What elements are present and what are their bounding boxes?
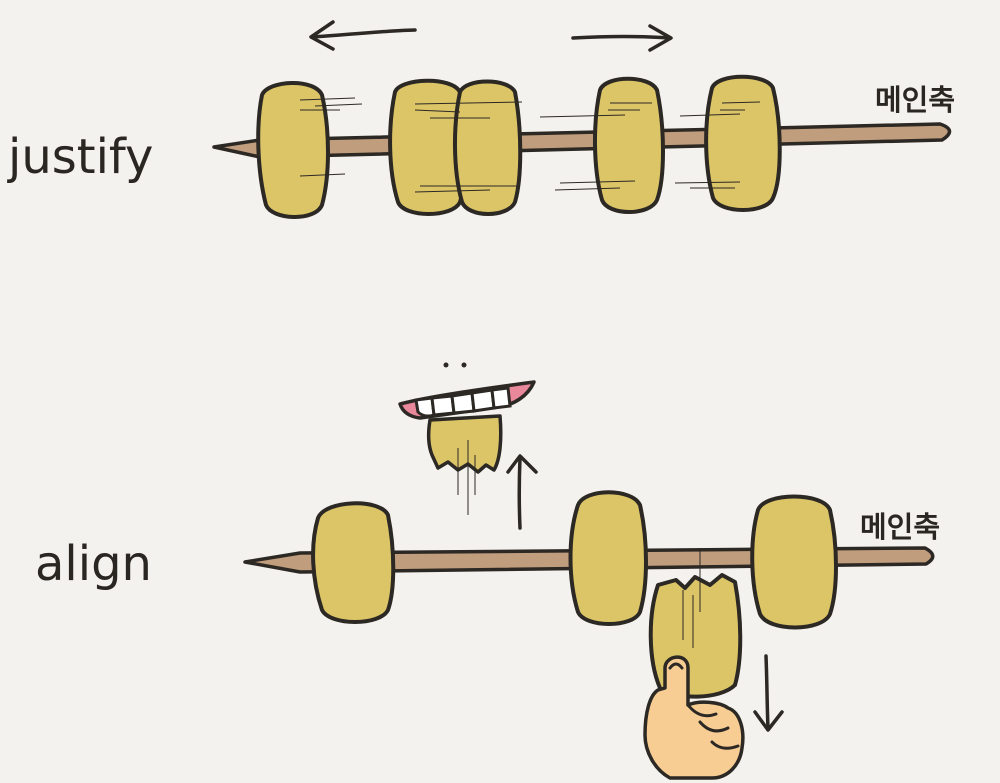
rice-cake-align-1 (311, 501, 396, 624)
rice-cake-3 (414, 79, 523, 216)
arrow-right-icon (571, 24, 673, 52)
arrow-down-icon (753, 654, 784, 732)
main-axis-label-bottom: 메인축 (860, 510, 940, 544)
rice-cake-1 (256, 81, 363, 219)
align-section: align 메인축 (35, 362, 940, 780)
rice-cake-align-3 (750, 494, 838, 630)
justify-section: justify 메인축 (7, 20, 955, 219)
bitten-rice-cake-piece (426, 414, 503, 515)
arrow-left-icon (309, 20, 417, 51)
align-label: align (35, 536, 152, 592)
arrow-up-icon (506, 454, 538, 530)
biting-mouth-icon (398, 362, 536, 420)
pointing-hand-icon (643, 655, 745, 780)
rice-cake-align-2 (568, 490, 648, 626)
justify-label: justify (7, 129, 153, 185)
main-axis-label-top: 메인축 (875, 83, 955, 117)
rice-cake-5 (674, 74, 782, 212)
rice-cake-4 (539, 76, 665, 214)
